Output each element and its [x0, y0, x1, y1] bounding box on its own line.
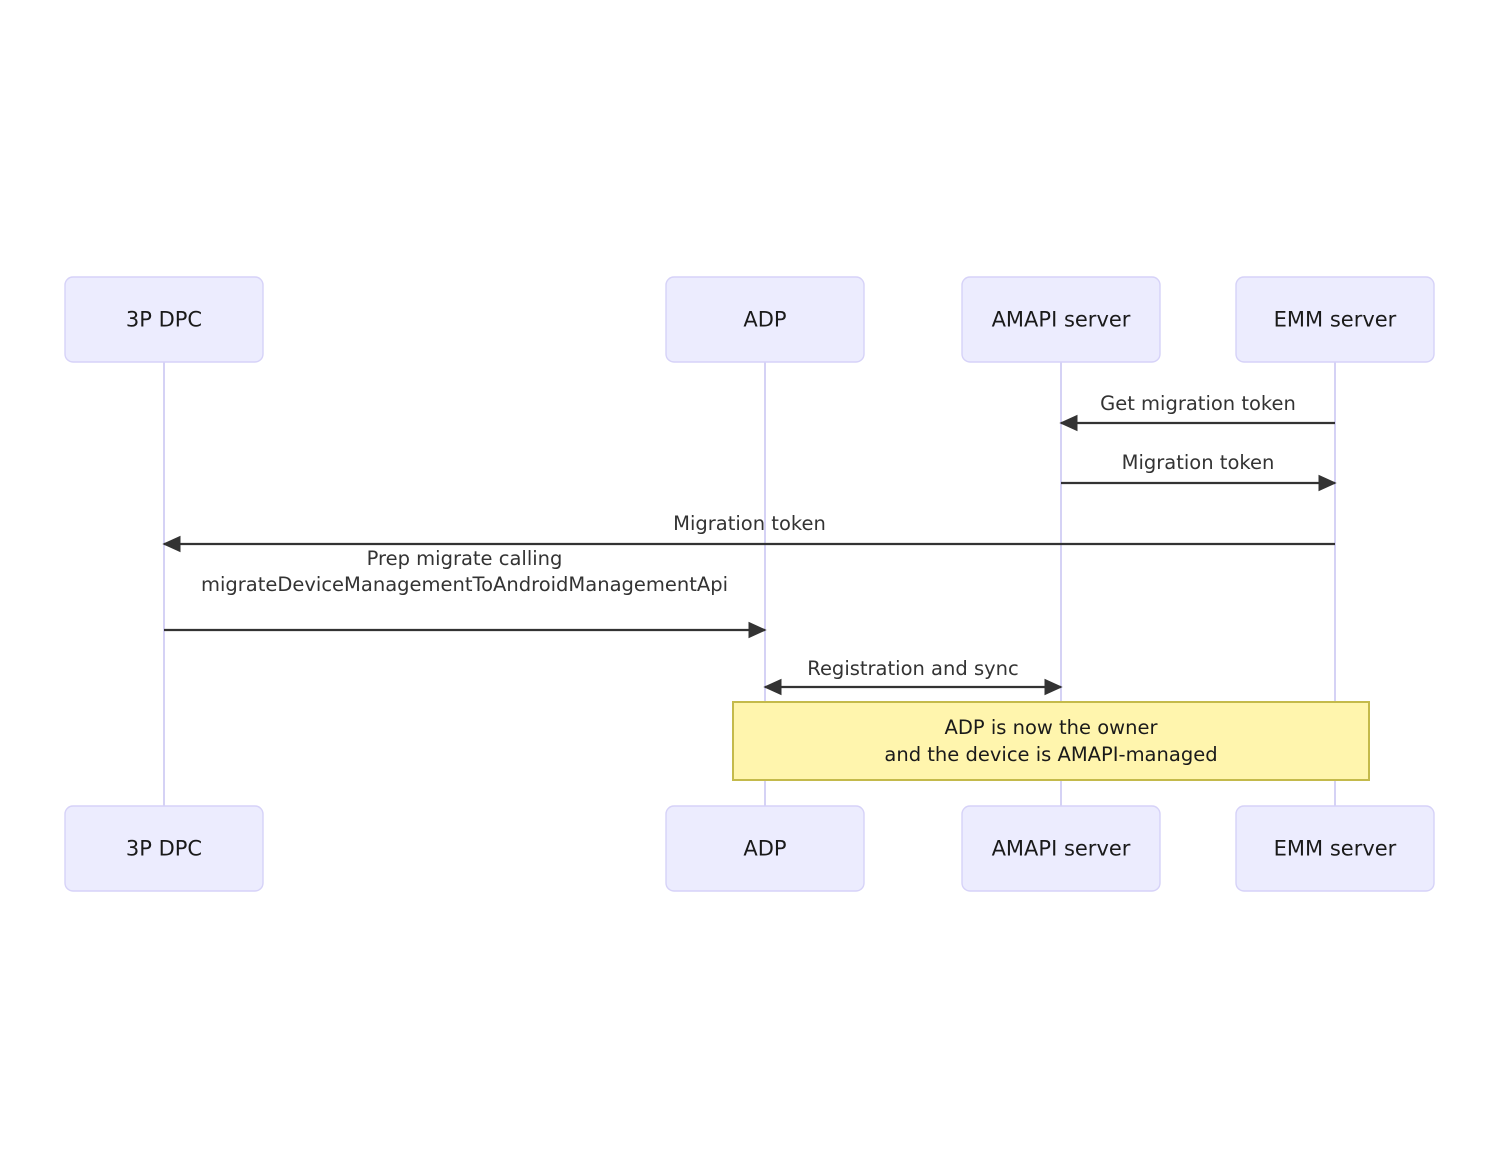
participant-adp-top[interactable]: ADP: [665, 276, 865, 363]
participant-label: ADP: [743, 308, 786, 332]
note-n1[interactable]: ADP is now the owner and the device is AM…: [732, 701, 1370, 781]
participant-box: [64, 805, 264, 892]
participant-label: ADP: [743, 837, 786, 861]
participant-emm-top[interactable]: EMM server: [1235, 276, 1435, 363]
participant-label: AMAPI server: [992, 308, 1131, 332]
message-m1[interactable]: Get migration token: [1059, 392, 1335, 432]
message-label: Prep migrate calling: [367, 547, 563, 570]
participant-box: [64, 276, 264, 363]
message-label: Get migration token: [1100, 392, 1296, 415]
message-m5[interactable]: Registration and sync: [763, 657, 1063, 696]
note-box: [732, 701, 1370, 781]
participant-box: [665, 276, 865, 363]
message-label: Migration token: [673, 512, 826, 535]
participant-dpc-top[interactable]: 3P DPC: [64, 276, 264, 363]
participant-dpc-bottom[interactable]: 3P DPC: [64, 805, 264, 892]
participant-adp-bottom[interactable]: ADP: [665, 805, 865, 892]
participant-label: EMM server: [1274, 837, 1397, 861]
participant-box: [1235, 805, 1435, 892]
participant-label: 3P DPC: [126, 308, 202, 332]
message-label: migrateDeviceManagementToAndroidManageme…: [201, 573, 728, 596]
participant-label: 3P DPC: [126, 837, 202, 861]
participant-box: [961, 276, 1161, 363]
note-text-line: and the device is AMAPI-managed: [884, 743, 1217, 766]
participant-label: AMAPI server: [992, 837, 1131, 861]
message-m2[interactable]: Migration token: [1061, 451, 1337, 492]
message-m3[interactable]: Migration token: [162, 512, 1335, 553]
participant-box: [961, 805, 1161, 892]
participant-label: EMM server: [1274, 308, 1397, 332]
message-m4[interactable]: Prep migrate calling migrateDeviceManagem…: [164, 547, 767, 639]
participant-box: [665, 805, 865, 892]
participant-amapi-top[interactable]: AMAPI server: [961, 276, 1161, 363]
note-text-line: ADP is now the owner: [945, 716, 1159, 739]
participant-box: [1235, 276, 1435, 363]
message-label: Migration token: [1122, 451, 1275, 474]
participant-emm-bottom[interactable]: EMM server: [1235, 805, 1435, 892]
participant-amapi-bottom[interactable]: AMAPI server: [961, 805, 1161, 892]
notes-layer: ADP is now the owner and the device is AM…: [732, 701, 1370, 781]
message-label: Registration and sync: [807, 657, 1018, 680]
